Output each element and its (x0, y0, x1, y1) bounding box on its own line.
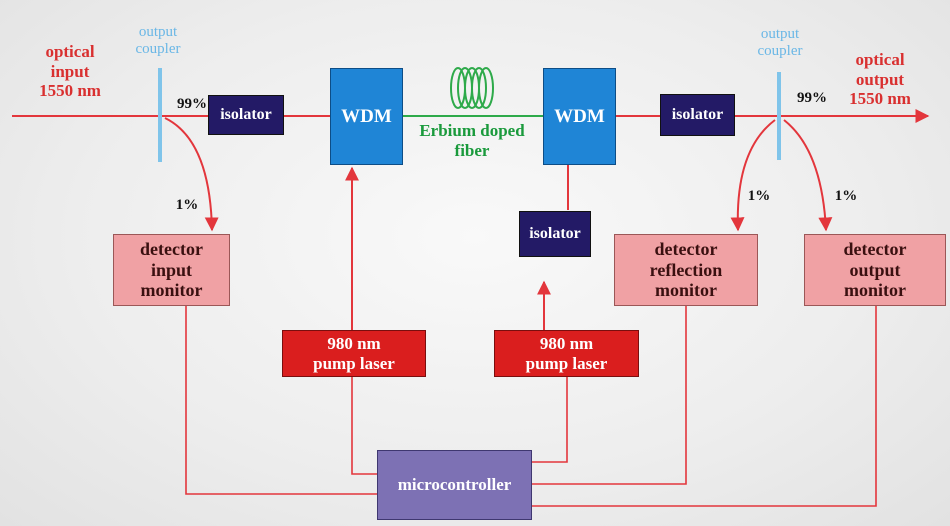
wire-input-detector (185, 306, 378, 495)
ratio-left-main: 99% (177, 96, 207, 112)
wire-pump-left (351, 376, 378, 475)
pump-laser-left: 980 nm pump laser (282, 330, 426, 377)
ratio-right-main: 99% (797, 90, 827, 106)
wire-reflection-detector (532, 306, 687, 485)
coupler-left-label: output coupler (135, 24, 181, 58)
wire-output-detector (532, 306, 877, 507)
pump-laser-right: 980 nm pump laser (494, 330, 639, 377)
tap-input-arrow (164, 117, 219, 232)
ratio-right-tap-output: 1% (834, 188, 858, 204)
wdm-left: WDM (330, 68, 403, 165)
ratio-left-tap: 1% (175, 197, 199, 213)
coupler-right-label: output coupler (757, 26, 803, 60)
detector-input-monitor: detector input monitor (113, 234, 230, 306)
wire-pump-right (532, 376, 568, 463)
tap-reflection-arrow (730, 119, 776, 232)
detector-output-monitor: detector output monitor (804, 234, 946, 306)
fiber-coil-icon (450, 67, 494, 109)
fiber-label: Erbium doped fiber (419, 121, 525, 160)
isolator-pump: isolator (519, 211, 591, 257)
detector-reflection-monitor: detector reflection monitor (614, 234, 758, 306)
ratio-right-tap-reflection: 1% (747, 188, 771, 204)
tap-output-arrow (783, 119, 833, 232)
isolator-left: isolator (208, 95, 284, 135)
wdm-right: WDM (543, 68, 616, 165)
optical-output-label: optical output 1550 nm (849, 50, 911, 109)
isolator-right: isolator (660, 94, 735, 136)
optical-input-label: optical input 1550 nm (39, 42, 101, 101)
microcontroller: microcontroller (377, 450, 532, 520)
